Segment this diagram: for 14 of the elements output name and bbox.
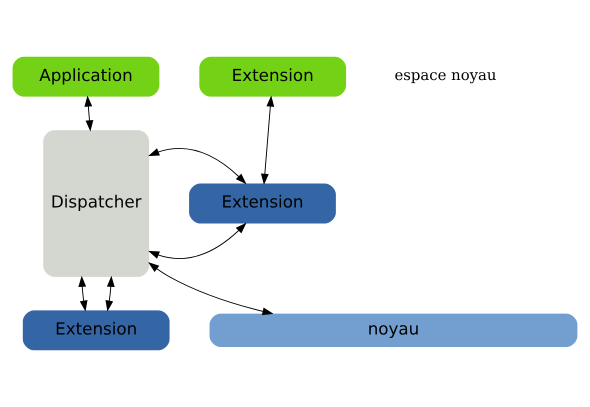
label: espace noyau	[394, 66, 496, 84]
node-box: Extension	[199, 56, 346, 97]
node-box: Extension	[189, 184, 336, 224]
node-box: Dispatcher	[43, 130, 150, 277]
node-box: noyau	[210, 314, 578, 348]
arrow	[148, 262, 274, 316]
node-box: Application	[12, 56, 160, 97]
arrow	[148, 222, 246, 259]
arrow	[148, 148, 246, 184]
node-box: Extension	[22, 310, 170, 350]
arrow	[84, 95, 94, 132]
arrow	[260, 95, 274, 185]
arrow	[78, 276, 88, 312]
arrow	[105, 276, 115, 312]
